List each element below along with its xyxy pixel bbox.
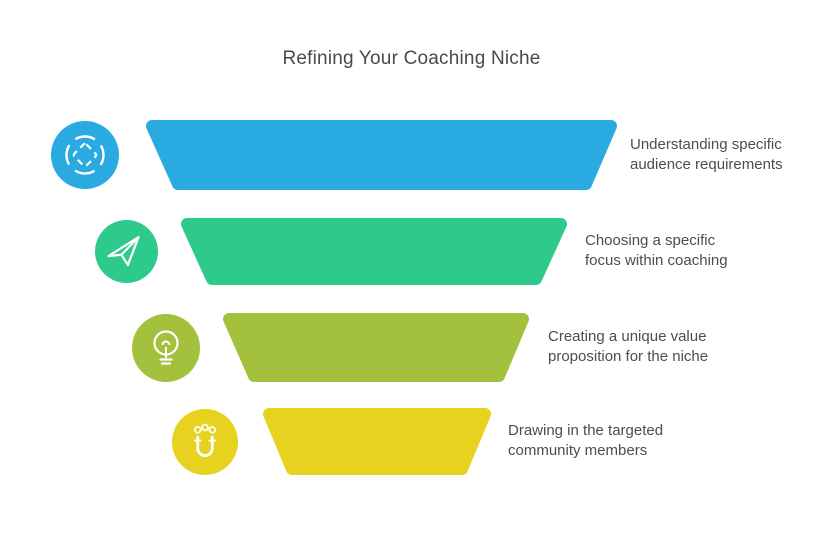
funnel-segment-1: [146, 120, 617, 190]
funnel-segment-2: [181, 218, 567, 285]
magnet-icon: [172, 409, 238, 475]
funnel-label-4: Drawing in the targeted community member…: [508, 421, 663, 461]
funnel-label-line: Choosing a specific: [585, 232, 716, 249]
paper-plane-icon: [95, 220, 158, 283]
funnel-segment-4: [263, 408, 491, 475]
funnel-label-2: Choosing a specific focus within coachin…: [585, 231, 728, 271]
focus-target-icon: [51, 121, 119, 189]
funnel-label-line: Creating a unique value: [548, 328, 707, 345]
funnel-label-line: Drawing in the targeted: [508, 422, 664, 439]
funnel-label-line: audience requirements: [630, 156, 783, 173]
funnel-label-line: proposition for the niche: [548, 348, 709, 365]
lightbulb-icon: [132, 314, 200, 382]
funnel-label-line: Understanding specific: [630, 136, 782, 153]
funnel-label-line: focus within coaching: [585, 252, 728, 269]
funnel-label-1: Understanding specific audience requirem…: [630, 135, 783, 175]
funnel-label-line: community members: [508, 442, 648, 459]
funnel-segment-3: [223, 313, 529, 382]
funnel-label-3: Creating a unique value proposition for …: [548, 327, 708, 367]
page-title: Refining Your Coaching Niche: [282, 48, 541, 69]
